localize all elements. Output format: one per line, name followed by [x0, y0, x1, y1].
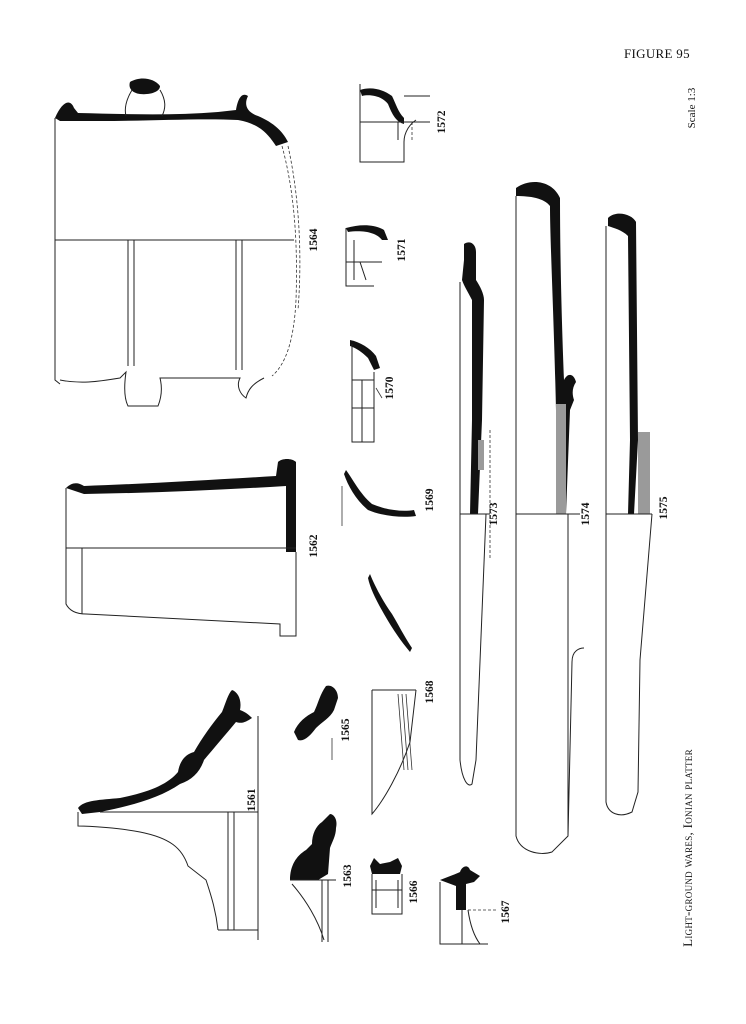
profile-drawing-1563	[290, 814, 337, 942]
catalogue-number-1573: 1573	[488, 502, 500, 526]
catalogue-number-1565: 1565	[340, 718, 352, 742]
catalogue-number-1574: 1574	[580, 502, 592, 526]
profile-drawing-1562	[65, 459, 297, 637]
profile-drawing-1568	[368, 574, 417, 816]
catalogue-number-1567: 1567	[500, 900, 512, 924]
profile-drawing-1569	[341, 470, 416, 526]
catalogue-number-1572: 1572	[436, 110, 448, 134]
catalogue-number-1562: 1562	[308, 534, 320, 558]
profile-drawing-1571	[345, 225, 388, 287]
catalogue-number-1563: 1563	[342, 864, 354, 888]
catalogue-number-1569: 1569	[424, 488, 436, 512]
catalogue-number-1564: 1564	[308, 228, 320, 252]
profile-drawing-1565	[294, 685, 338, 760]
profile-drawing-1572	[359, 84, 430, 163]
profile-drawing-1566	[370, 858, 403, 915]
profile-drawing-1564	[54, 78, 301, 407]
profile-drawing-1573	[459, 242, 491, 786]
profile-drawing-1570	[350, 340, 383, 443]
catalogue-number-1575: 1575	[658, 496, 670, 520]
catalogue-number-1568: 1568	[424, 680, 436, 704]
catalogue-number-1570: 1570	[384, 376, 396, 400]
catalogue-number-1566: 1566	[408, 880, 420, 904]
figure-title: FIGURE 95	[624, 46, 690, 61]
catalogue-number-1571: 1571	[396, 238, 408, 262]
catalogue-number-1561: 1561	[246, 788, 258, 812]
profile-drawing-1567	[439, 866, 496, 945]
profile-drawing-1575	[605, 213, 653, 816]
profile-drawing-1574	[515, 182, 585, 854]
profile-drawing-1561	[77, 690, 259, 940]
